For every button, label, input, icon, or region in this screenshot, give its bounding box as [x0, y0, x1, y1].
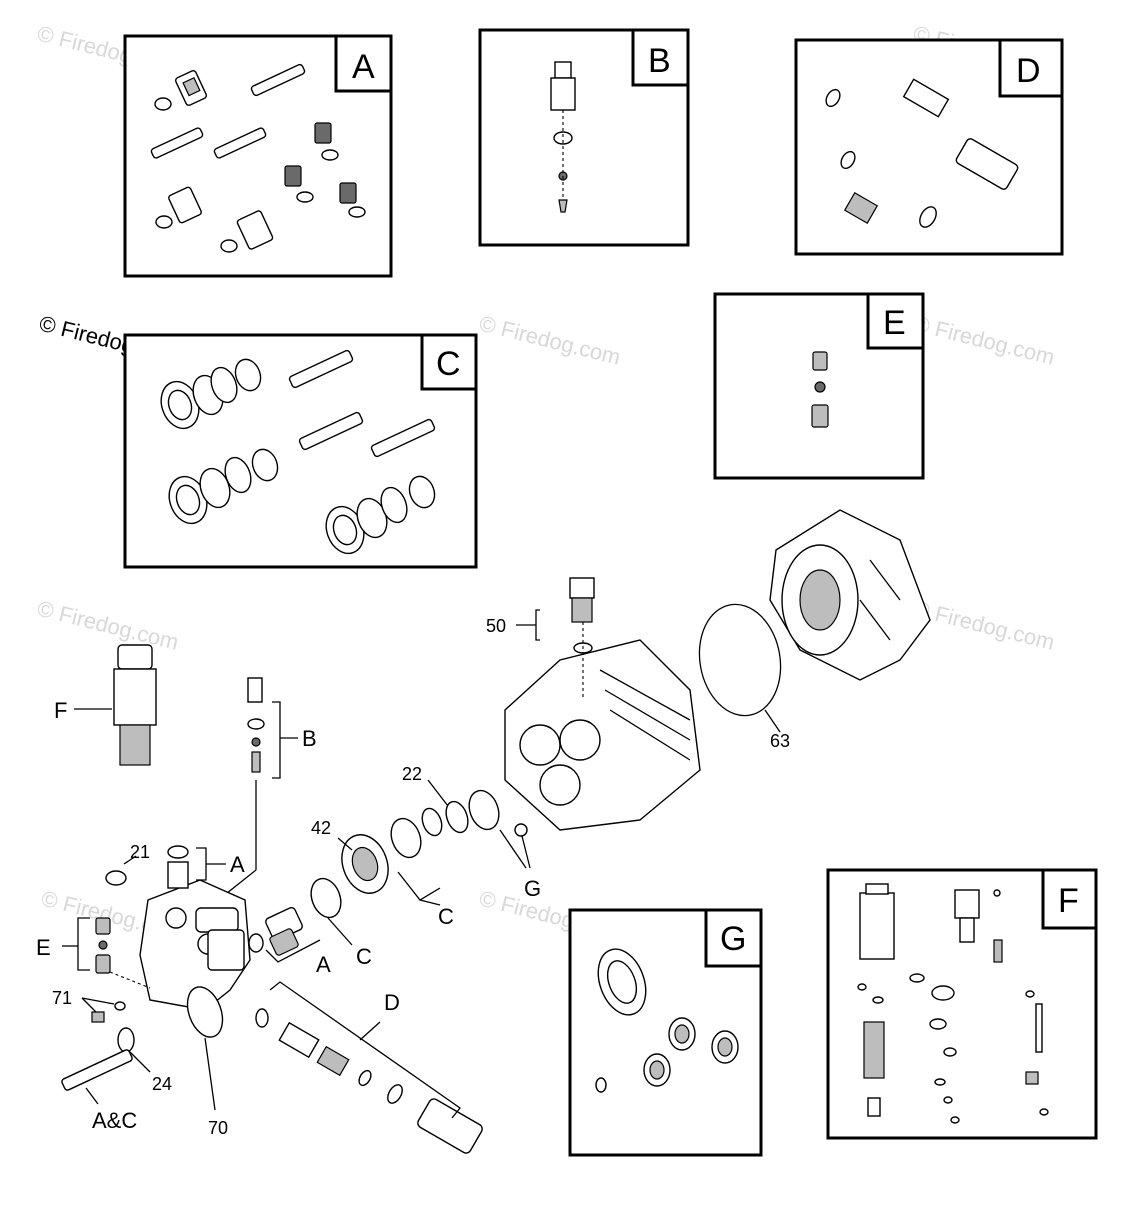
kit-a-box: A — [123, 34, 393, 278]
callout-70: 70 — [208, 1118, 228, 1138]
plug-50 — [516, 577, 595, 700]
kit-e-parts — [811, 351, 829, 428]
watermark: © Firedog.com — [35, 596, 181, 655]
manifold-head — [504, 639, 701, 831]
kit-f-parts — [857, 883, 1049, 1124]
kit-c-parts — [160, 349, 436, 555]
kit-c-box: C — [123, 333, 478, 569]
kit-g-parts — [595, 948, 739, 1093]
callout-21: 21 — [130, 842, 150, 862]
kit-letter: F — [1058, 882, 1079, 920]
callout-24: 24 — [152, 1074, 172, 1094]
e-stack — [62, 917, 151, 989]
kit-a-parts — [150, 63, 366, 253]
o-ring-63 — [698, 603, 782, 717]
snap-ring-24 — [117, 1027, 135, 1053]
kit-letter: C — [436, 345, 461, 383]
pump-body-70 — [139, 879, 251, 1038]
callout-f: F — [54, 698, 67, 723]
valve-a-top — [167, 845, 226, 889]
kit-g-box: G — [568, 908, 763, 1157]
o-ring-21 — [105, 870, 127, 886]
callout-a-top: A — [230, 852, 245, 877]
callout-labels: 50 63 22 42 21 F B A A C C G E D 71 24 7… — [36, 616, 790, 1138]
callout-a-low: A — [316, 952, 331, 977]
kit-d-parts — [825, 78, 1019, 228]
callout-42: 42 — [311, 818, 331, 838]
assembly-d — [255, 981, 483, 1154]
kit-letter: B — [648, 42, 671, 80]
callout-g: G — [524, 876, 541, 901]
injector-b — [211, 677, 298, 906]
watermark: © Firedog.com — [477, 311, 623, 370]
screws-71 — [81, 997, 126, 1023]
callout-63: 63 — [770, 731, 790, 751]
crankcase-housing — [769, 509, 931, 681]
callout-c-low: C — [356, 944, 372, 969]
callout-22: 22 — [402, 764, 422, 784]
unloader-f — [74, 644, 157, 766]
kit-b-parts — [550, 61, 576, 213]
kit-e-box: E — [713, 292, 925, 480]
kit-letter: A — [352, 48, 375, 86]
kit-b-box: B — [478, 28, 690, 247]
callout-c-mid: C — [438, 904, 454, 929]
bolt-a-and-c — [61, 1049, 133, 1105]
callout-50: 50 — [486, 616, 506, 636]
main-assembly — [61, 509, 931, 1154]
watermark: © Firedog.com — [911, 311, 1057, 370]
kit-d-box: D — [794, 38, 1064, 256]
callout-a-and-c: A&C — [92, 1108, 137, 1133]
callout-e: E — [36, 935, 51, 960]
kit-letter: E — [883, 304, 906, 342]
callout-d: D — [384, 990, 400, 1015]
watermark: © Firedog.com — [911, 596, 1057, 655]
seal-stack — [310, 779, 528, 919]
kit-letter: G — [720, 920, 746, 958]
callout-71: 71 — [52, 988, 72, 1008]
valve-a-low — [248, 906, 321, 963]
callout-b: B — [302, 726, 317, 751]
kit-letter: D — [1016, 52, 1041, 90]
kit-f-box: F — [826, 868, 1098, 1140]
